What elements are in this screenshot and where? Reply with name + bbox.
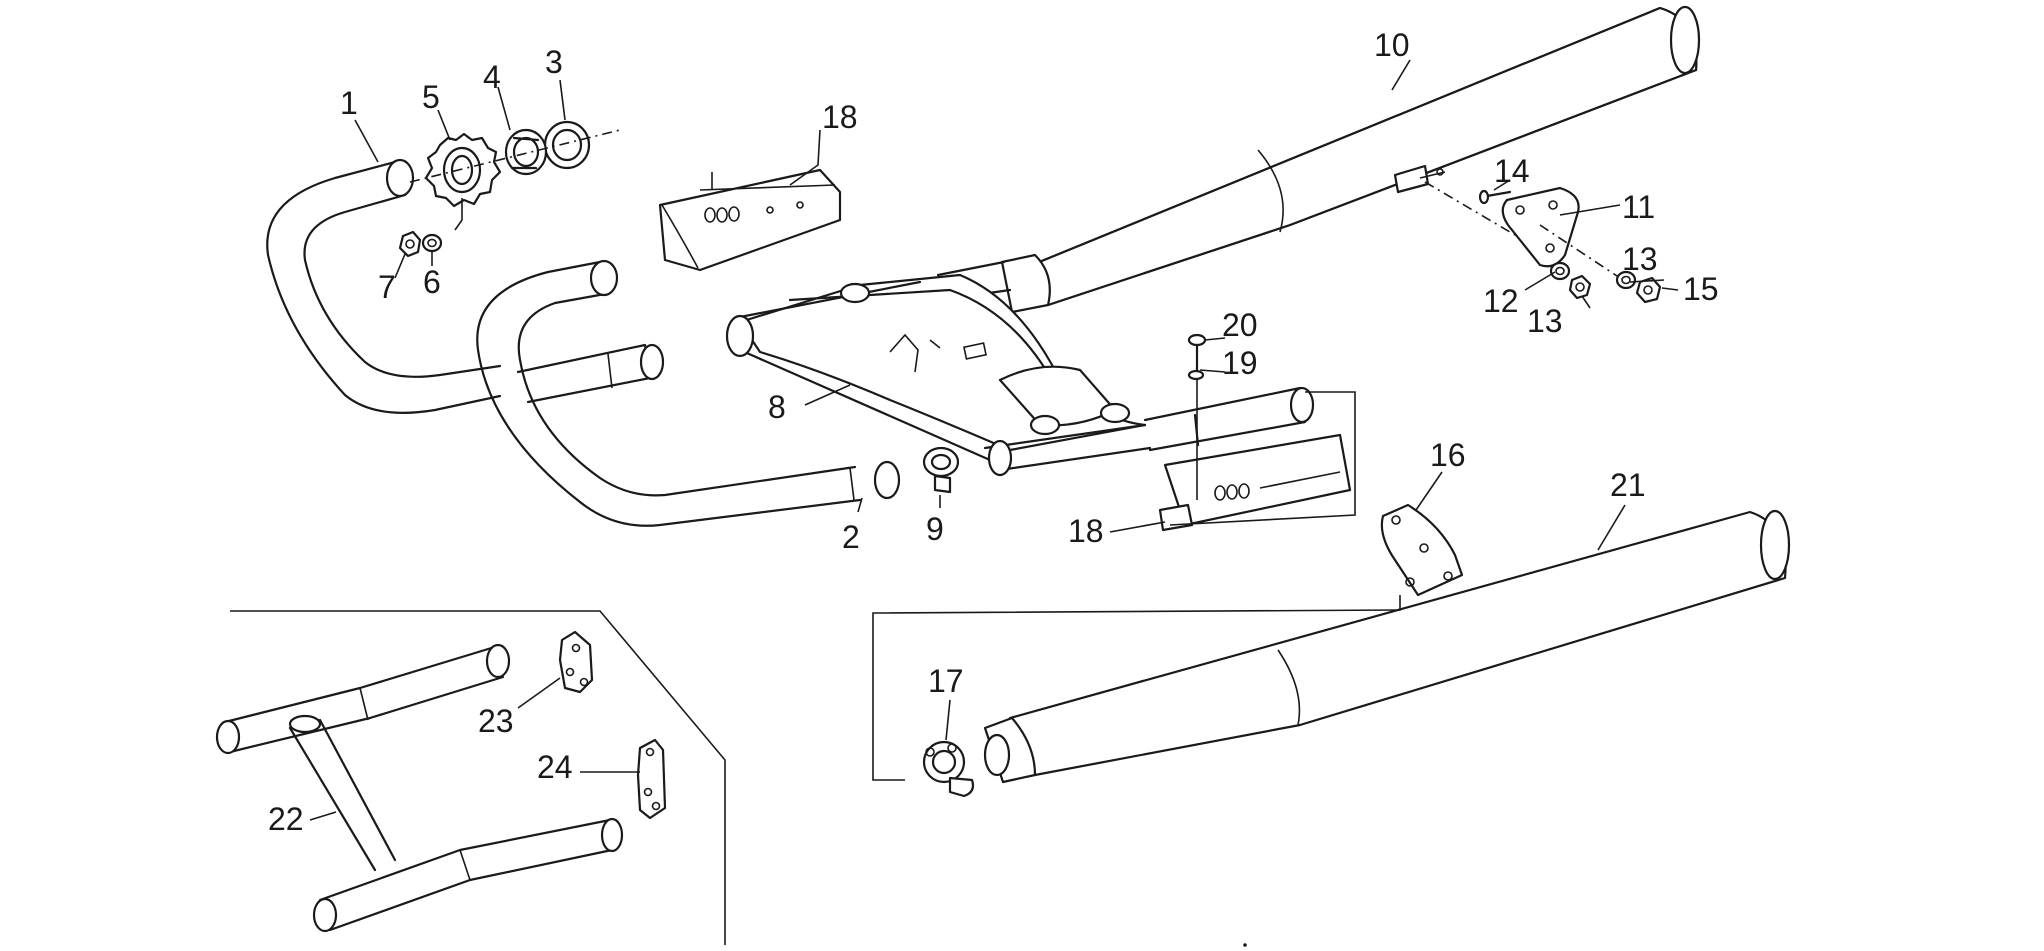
callout-6: 6 [423,264,441,300]
callout-19: 19 [1222,345,1258,381]
callout-5: 5 [422,79,440,115]
callout-23: 23 [478,703,514,739]
washer-6 [421,233,443,253]
callout-12: 12 [1483,283,1519,319]
callout-9: 9 [926,511,944,547]
washer-13-upper [1615,270,1637,290]
callout-8: 8 [768,389,786,425]
callout-4: 4 [483,59,501,95]
bolt-20 [1187,333,1207,500]
ring-4 [504,128,548,176]
silencer-10 [936,5,1701,314]
callout-1: 1 [340,85,358,121]
heat-shield-18-upper [658,168,842,272]
bracket-11 [1501,186,1580,268]
callout-22: 22 [268,801,304,837]
callout-24: 24 [537,749,573,785]
stray-mark [1243,943,1247,947]
clamp-17 [922,740,975,798]
callout-18-upper: 18 [822,99,858,135]
flange-nut-5 [424,132,502,231]
washer-19 [1187,369,1205,381]
assembly-axis-hardware [1539,224,1621,279]
inset-frame-alternative-parts [230,610,726,945]
nut-15 [1635,276,1662,304]
callout-7: 7 [378,269,396,305]
callout-13-lower: 13 [1527,303,1563,339]
callout-21: 21 [1610,467,1646,503]
assembly-axis-exhaust-port [409,129,621,183]
callout-13-upper: 13 [1622,241,1658,277]
silencer-21 [983,509,1791,784]
callout-labels: 1 2 3 4 5 6 7 8 9 10 11 12 13 13 14 15 1… [268,27,1719,837]
bolt-14 [1478,189,1512,205]
nut-13-lower [1568,274,1592,300]
callout-3: 3 [545,44,563,80]
group-frame-crossover [1169,391,1356,526]
callout-17: 17 [928,663,964,699]
gasket-3 [543,120,591,170]
assembly-axis-bracket-11 [1424,181,1516,236]
callout-11: 11 [1622,189,1655,225]
group-frame-silencer-21 [872,595,1401,781]
callout-15: 15 [1683,271,1719,307]
washer-12 [1549,261,1571,281]
callout-14: 14 [1494,153,1530,189]
crossover-pipe-22 [215,643,624,933]
exhaust-pipe-2 [476,259,901,527]
heat-shield-18-lower [1158,433,1352,532]
callout-2: 2 [842,519,860,555]
callout-10: 10 [1374,27,1410,63]
callout-18-lower: 18 [1068,513,1104,549]
nut-7 [398,230,422,258]
bracket-16 [1380,503,1464,597]
crossover-pipe-8 [725,273,1315,477]
leader-lines [309,59,1679,821]
exhaust-pipe-1 [266,158,502,414]
callout-20: 20 [1222,307,1258,343]
bracket-24 [636,738,667,820]
callout-16: 16 [1430,437,1466,473]
clamp-9 [922,446,960,494]
bracket-23 [558,630,594,694]
